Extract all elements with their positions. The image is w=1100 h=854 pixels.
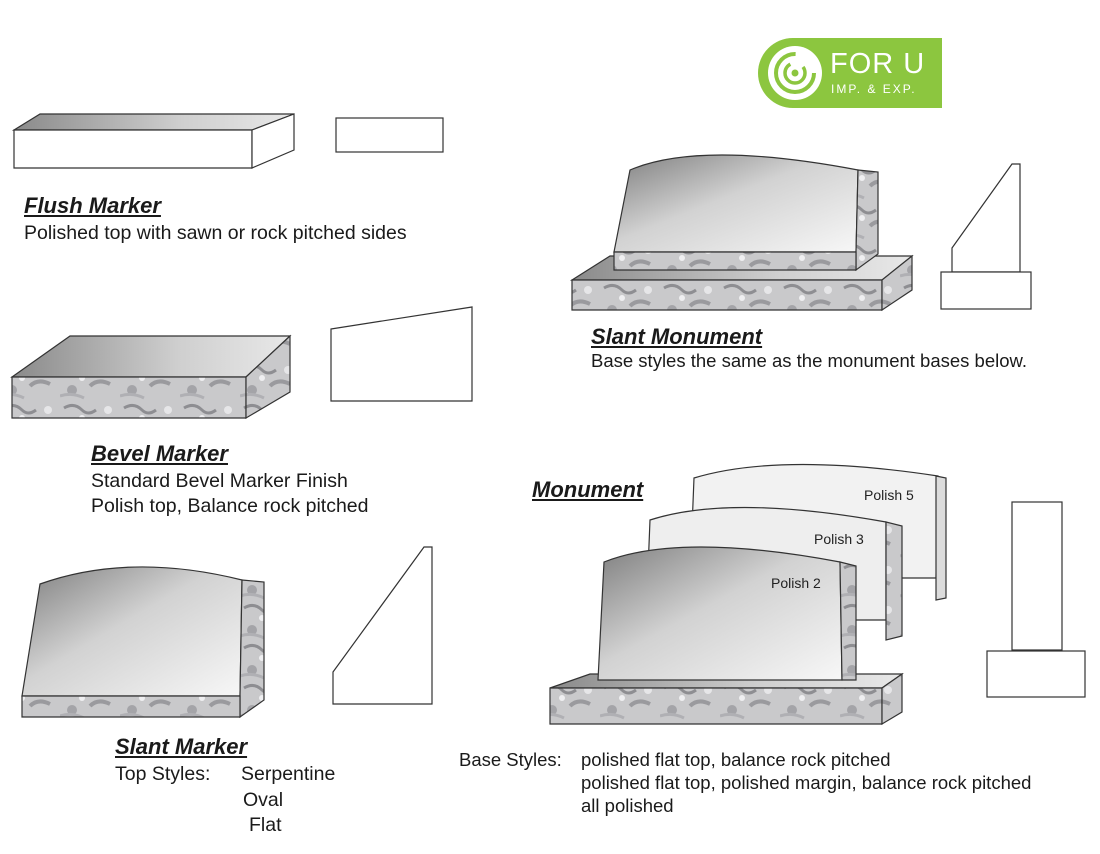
polish-3-label: Polish 3	[814, 531, 864, 547]
flush-marker-desc: Polished top with sawn or rock pitched s…	[24, 222, 407, 244]
logo-name: FOR U	[830, 48, 926, 80]
base-style-1: polished flat top, balance rock pitched	[581, 749, 891, 770]
slant-marker-title: Slant Marker	[115, 734, 248, 759]
monument-profile	[986, 501, 1086, 698]
base-styles-label: Base Styles:	[459, 749, 562, 770]
flush-marker-drawing	[11, 113, 295, 169]
bevel-marker-title: Bevel Marker	[91, 441, 228, 466]
slant-marker-style-3: Flat	[249, 814, 282, 836]
bevel-marker-profile	[330, 306, 473, 402]
base-style-2: polished flat top, polished margin, bala…	[581, 772, 1032, 793]
flush-marker-profile	[335, 117, 444, 153]
bevel-marker-desc-1: Standard Bevel Marker Finish	[91, 470, 348, 492]
slant-monument-profile	[940, 163, 1032, 310]
logo-tagline: IMP. & EXP.	[831, 82, 917, 96]
polish-5-label: Polish 5	[864, 487, 914, 503]
base-style-3: all polished	[581, 795, 674, 816]
slant-monument-desc: Base styles the same as the monument bas…	[591, 350, 1028, 371]
monument-drawing	[549, 463, 947, 726]
flush-marker-title: Flush Marker	[24, 193, 161, 218]
slant-marker-drawing	[21, 566, 265, 719]
slant-marker-style-2: Oval	[243, 789, 284, 811]
polish-2-label: Polish 2	[771, 575, 821, 591]
slant-monument-drawing	[569, 154, 914, 312]
brand-logo: FOR U IMP. & EXP.	[758, 38, 942, 108]
slant-marker-style-1: Serpentine	[241, 763, 336, 785]
logo-target-icon	[768, 46, 822, 100]
slant-marker-top-styles-label: Top Styles:	[115, 763, 211, 785]
bevel-marker-desc-2: Polish top, Balance rock pitched	[91, 495, 369, 517]
slant-monument-title: Slant Monument	[591, 324, 763, 349]
slant-marker-profile	[332, 546, 433, 705]
bevel-marker-drawing	[10, 334, 292, 420]
monument-title: Monument	[532, 477, 644, 502]
